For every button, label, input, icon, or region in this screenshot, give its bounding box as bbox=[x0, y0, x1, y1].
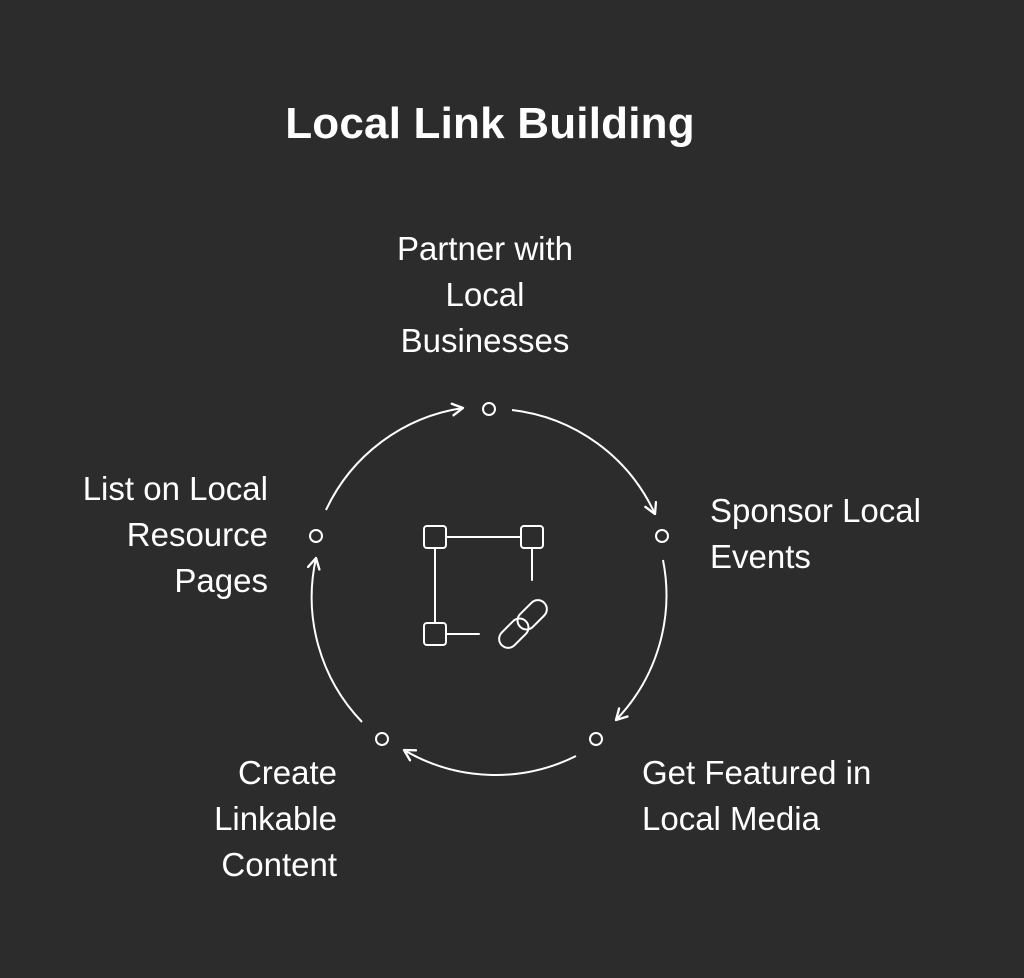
step-label-line: Get Featured in bbox=[642, 754, 872, 791]
step-label-line: Partner with bbox=[396, 230, 574, 267]
cycle-arrow-3 bbox=[402, 748, 577, 776]
cycle-arrow-2 bbox=[614, 559, 668, 722]
step-label-content: Create Linkable Content bbox=[40, 750, 337, 888]
step-label-line: List on Local bbox=[82, 470, 268, 507]
step-label-line: Resource bbox=[126, 516, 268, 553]
cycle-node-partner bbox=[482, 402, 496, 416]
cycle-node-sponsor bbox=[655, 529, 669, 543]
cycle-arrow-1 bbox=[511, 409, 658, 516]
step-label-sponsor: Sponsor Local Events bbox=[710, 488, 921, 580]
step-label-line: Businesses bbox=[400, 322, 570, 359]
cycle-node-resource bbox=[309, 529, 323, 543]
cycle-node-content bbox=[375, 732, 389, 746]
link-network-icon bbox=[423, 525, 548, 649]
step-label-line: Local Media bbox=[642, 800, 820, 837]
step-label-media: Get Featured in Local Media bbox=[642, 750, 871, 842]
step-label-line: Linkable bbox=[214, 800, 337, 837]
step-label-line: Local bbox=[445, 276, 525, 313]
cycle-node-media bbox=[589, 732, 603, 746]
step-label-resource: List on Local Resource Pages bbox=[20, 466, 268, 604]
step-label-partner: Partner with Local Businesses bbox=[330, 226, 640, 364]
step-label-line: Sponsor Local bbox=[710, 492, 921, 529]
cycle-arrow-5 bbox=[325, 402, 465, 511]
step-label-line: Content bbox=[221, 846, 337, 883]
step-label-line: Pages bbox=[174, 562, 268, 599]
step-label-line: Events bbox=[710, 538, 811, 575]
cycle-arrow-4 bbox=[306, 556, 363, 723]
diagram-title: Local Link Building bbox=[285, 99, 695, 148]
step-label-line: Create bbox=[237, 754, 337, 791]
